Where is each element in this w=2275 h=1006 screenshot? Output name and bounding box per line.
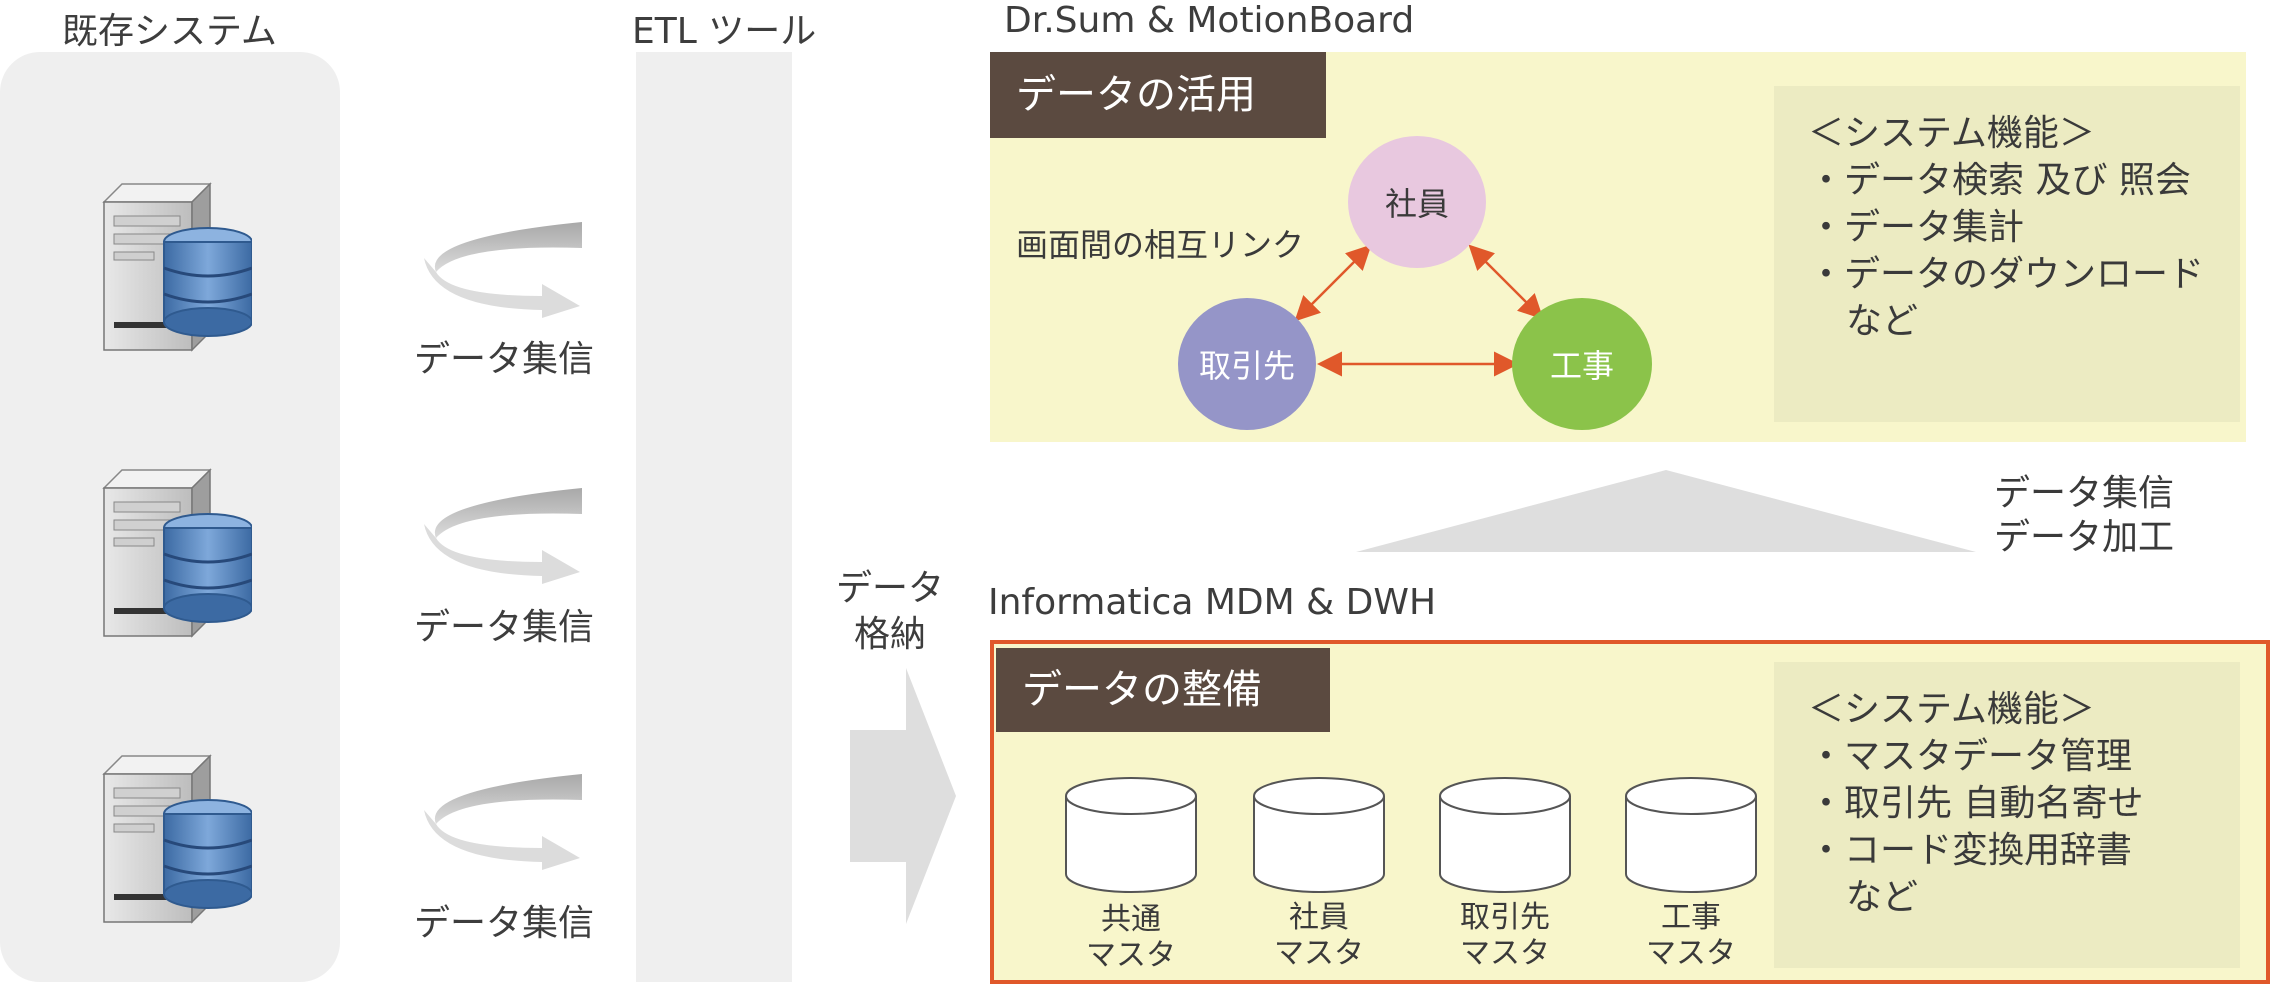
master-label: 共通 マスタ xyxy=(1064,902,1198,974)
cylinder-icon xyxy=(1065,777,1197,893)
block-arrow-icon xyxy=(850,668,956,924)
server-database-icon xyxy=(102,468,252,638)
function-item: ・データ集計 xyxy=(1808,207,2025,248)
drsum-motionboard-title: Dr.Sum & MotionBoard xyxy=(1004,0,1415,41)
node-client: 取引先 xyxy=(1178,298,1316,430)
cylinder-icon xyxy=(1253,777,1385,893)
process-label-line1: データ集信 xyxy=(1994,473,2175,514)
store-label-line2: 格納 xyxy=(853,614,926,655)
curved-arrow-icon xyxy=(424,222,582,318)
server-database-icon xyxy=(102,754,252,924)
process-label: データ集信 データ加工 xyxy=(1994,472,2174,560)
cylinder-icon xyxy=(1625,777,1757,893)
store-label-line1: データ xyxy=(835,568,944,609)
master-label: 取引先 マスタ xyxy=(1438,900,1572,972)
function-heading: ＜システム機能＞ xyxy=(1808,113,2095,154)
master-label-line2: マスタ xyxy=(1460,936,1550,971)
collect-label: データ集信 xyxy=(414,903,595,944)
process-triangle xyxy=(1356,470,1976,552)
function-item: ・マスタデータ管理 xyxy=(1808,736,2133,777)
node-construction: 工事 xyxy=(1512,298,1652,430)
etl-tool-panel xyxy=(636,52,792,982)
utilization-functions-box: ＜システム機能＞ ・データ検索 及び 照会 ・データ集計 ・データのダウンロード… xyxy=(1774,86,2240,422)
collect-label: データ集信 xyxy=(414,607,595,648)
node-employee: 社員 xyxy=(1348,136,1486,268)
curved-arrow-icon xyxy=(424,488,582,584)
function-heading: ＜システム機能＞ xyxy=(1808,689,2095,730)
function-etc: など xyxy=(1846,877,1919,918)
master-label-line2: マスタ xyxy=(1086,938,1176,973)
master-label: 社員 マスタ xyxy=(1252,900,1386,972)
master-label-line1: 取引先 xyxy=(1460,900,1550,935)
data-preparation-header: データの整備 xyxy=(996,648,1330,732)
function-item: ・コード変換用辞書 xyxy=(1808,830,2133,871)
process-label-line2: データ加工 xyxy=(1994,517,2175,558)
curved-arrow-icon xyxy=(424,774,582,870)
informatica-title: Informatica MDM & DWH xyxy=(988,582,1437,623)
cross-screen-link-caption: 画面間の相互リンク xyxy=(1016,226,1305,264)
data-utilization-header: データの活用 xyxy=(990,52,1326,138)
entity-link-arrows xyxy=(1294,244,1544,377)
function-item: ・取引先 自動名寄せ xyxy=(1808,783,2144,824)
etl-tool-title: ETL ツール xyxy=(632,11,817,52)
legacy-systems-title: 既存システム xyxy=(62,11,277,52)
function-item: ・データ検索 及び 照会 xyxy=(1808,160,2191,201)
master-label: 工事 マスタ xyxy=(1624,900,1758,972)
collect-label: データ集信 xyxy=(414,339,595,380)
master-label-line1: 社員 xyxy=(1289,900,1349,935)
master-label-line2: マスタ xyxy=(1274,936,1364,971)
master-label-line2: マスタ xyxy=(1646,936,1736,971)
preparation-functions-box: ＜システム機能＞ ・マスタデータ管理 ・取引先 自動名寄せ ・コード変換用辞書 … xyxy=(1774,662,2240,968)
function-item: ・データのダウンロード xyxy=(1808,254,2205,295)
cylinder-icon xyxy=(1439,777,1571,893)
store-label: データ 格納 xyxy=(820,566,960,658)
server-database-icon xyxy=(102,182,252,352)
master-label-line1: 工事 xyxy=(1661,900,1721,935)
master-label-line1: 共通 xyxy=(1101,902,1161,937)
function-etc: など xyxy=(1846,301,1919,342)
